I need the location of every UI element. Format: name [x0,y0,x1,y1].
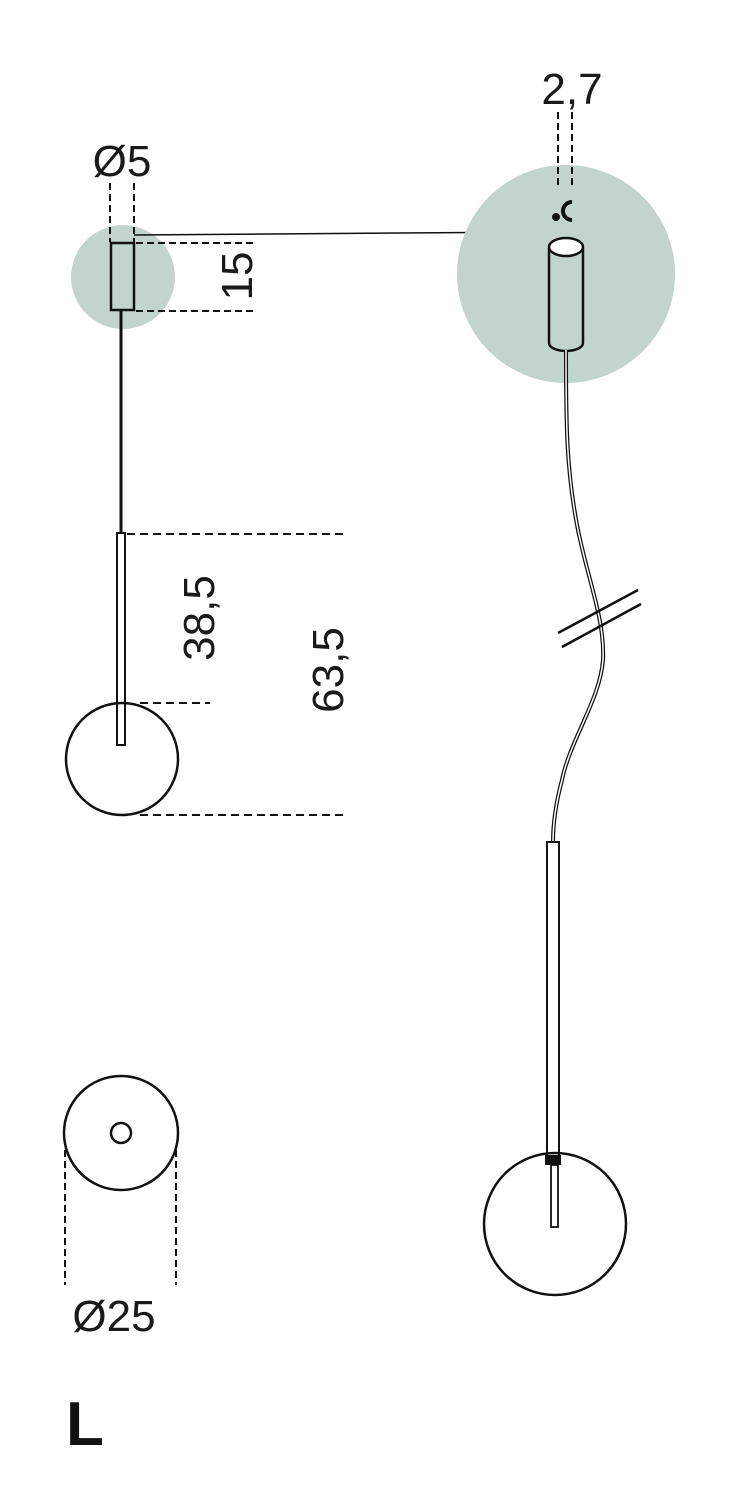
rod-length-label: 38,5 [175,575,224,661]
lamp-rod [116,532,126,746]
canopy-cylinder-body [547,248,585,353]
globe-perspective [482,1151,628,1297]
canopy-diameter-label: Ø5 [93,137,152,186]
total-height-label: 63,5 [304,627,353,713]
curved-cable-inner [552,349,604,843]
globe-top [62,1074,180,1192]
cable-clip-dot [552,213,560,221]
perspective-view: 2,7 [457,65,675,1297]
perspective-rod [546,841,560,1157]
cable-break-mark-2 [561,602,642,649]
globe-inner-stem [550,1164,559,1228]
globe-top-hole [109,1121,133,1145]
top-view: Ø25 [62,1074,180,1341]
cable-break-mark-1 [557,588,639,635]
side-elevation-view: Ø5 15 38,5 63,5 [64,137,543,817]
rod-collar [545,1155,561,1165]
globe-side [64,701,180,817]
canopy-height-label: 15 [213,252,262,301]
globe-diameter-label: Ø25 [72,1292,155,1341]
canopy-highlight-circle [71,225,175,329]
size-label: L [66,1390,104,1459]
canopy-cylinder-top [547,236,585,258]
cable-clip-hook [561,200,573,222]
cable-diameter-label: 2,7 [541,65,602,114]
curved-cable [551,349,606,843]
